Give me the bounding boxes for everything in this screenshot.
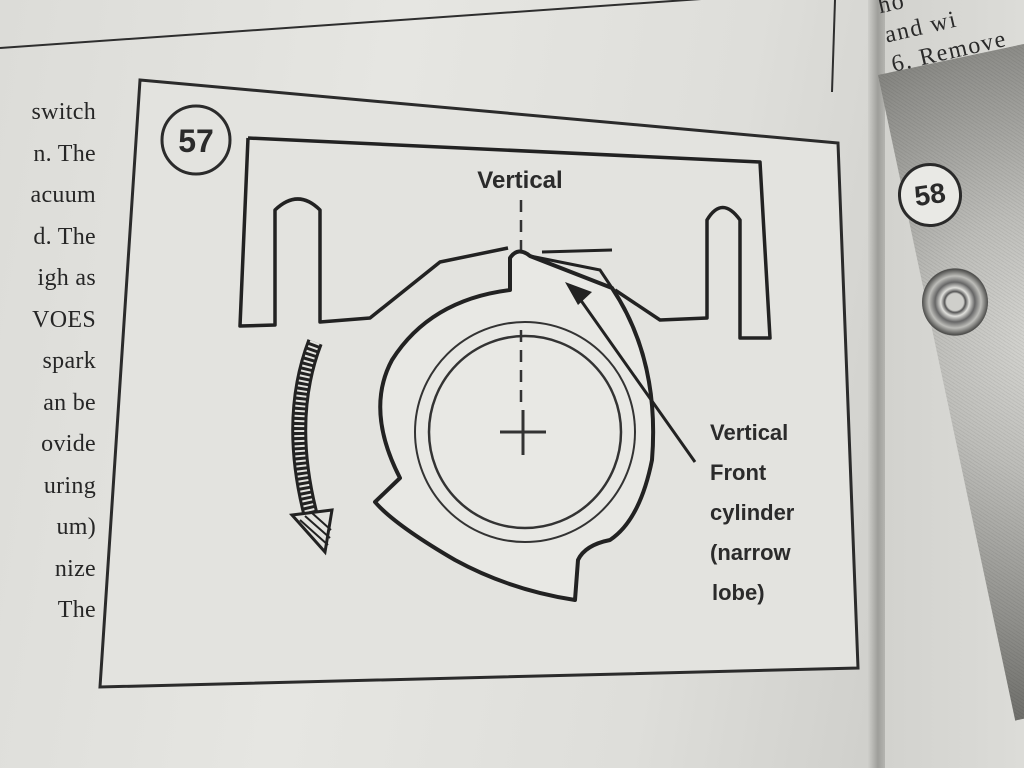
callout-line xyxy=(573,291,697,463)
text-line: The xyxy=(57,597,96,623)
bracket-edge xyxy=(541,248,613,254)
book-gutter xyxy=(868,0,890,768)
bracket-outline xyxy=(238,136,772,340)
rotation-arrow-hatch xyxy=(294,340,320,522)
text-line: an be xyxy=(43,389,96,416)
callout-line-4: (narrow xyxy=(710,540,792,565)
text-line: VOES xyxy=(32,306,96,333)
figure-number-circle xyxy=(160,104,232,176)
callout-line-1: Vertical xyxy=(710,420,788,445)
callout-arrow-tip xyxy=(529,254,614,289)
text-line: nize xyxy=(54,555,96,582)
callout-line-3: cylinder xyxy=(710,500,795,525)
text-line: igh as xyxy=(37,265,96,291)
callout-line-5: lobe) xyxy=(712,580,765,605)
text-line: acuum xyxy=(30,182,96,208)
left-column-text: switch n. The acuum d. The igh as VOES s… xyxy=(0,92,96,632)
text-line: uring xyxy=(43,472,96,499)
rotation-arrowhead-hatch xyxy=(299,512,332,546)
text-line: n. The xyxy=(33,140,96,167)
text-line: spark xyxy=(42,348,96,374)
plug-icon xyxy=(922,268,988,336)
center-cross xyxy=(500,410,546,455)
cam-hub xyxy=(427,334,623,530)
text-line: um) xyxy=(56,514,96,540)
callout-line-2: Front xyxy=(710,460,767,485)
text-line: ovide xyxy=(41,431,96,457)
text-line: d. The xyxy=(33,223,96,250)
figure-57: 57 Vertical Vertical Front cylinder (nar… xyxy=(98,78,860,689)
vertical-label: Vertical xyxy=(477,167,562,194)
text-line: switch xyxy=(31,99,96,125)
figure-number: 57 xyxy=(178,123,214,159)
cam-inner-ring xyxy=(414,321,636,543)
callout-arrowhead xyxy=(565,282,592,305)
